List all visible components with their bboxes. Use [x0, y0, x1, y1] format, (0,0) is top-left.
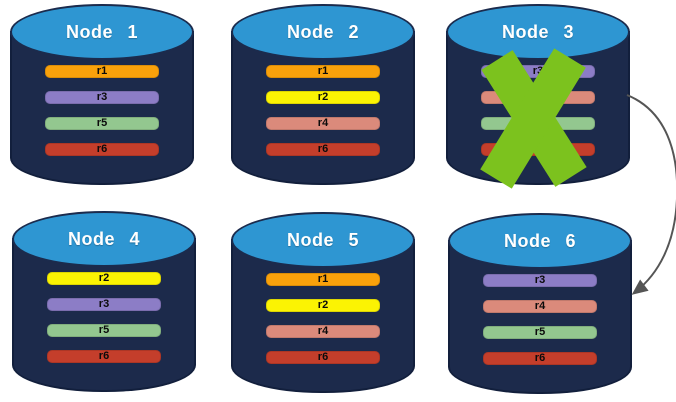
replica-bar: r4 [266, 325, 380, 338]
node-2-cylinder-body [231, 31, 415, 185]
replica-bar: r3 [483, 274, 597, 287]
node-4-cylinder-top: Node 4 [12, 211, 196, 267]
replica-bar: r5 [483, 326, 597, 339]
node-4-replicas: r2 r3 r5 r6 [47, 272, 161, 363]
node-4-label: Node 4 [67, 228, 140, 249]
node-6-replicas: r3 r4 r5 r6 [483, 274, 597, 365]
replica-bar: r1 [266, 273, 380, 286]
node-5-cylinder-top: Node 5 [231, 212, 415, 268]
node-3-cylinder-top: Node 3 [446, 4, 630, 60]
node-4-cylinder-body [12, 238, 196, 392]
replica-bar: r2 [266, 299, 380, 312]
replica-bar: r6 [45, 143, 159, 156]
node-2: Node 2 r1 r2 r4 r6 [231, 4, 415, 187]
replica-bar: r4 [266, 117, 380, 130]
replica-bar: r6 [483, 352, 597, 365]
replica-bar: r2 [47, 272, 161, 285]
node-3-label: Node 3 [501, 21, 574, 42]
node-1: Node 1 r1 r3 r5 r6 [10, 4, 194, 187]
node-5: Node 5 r1 r2 r4 r6 [231, 212, 415, 395]
node-4: Node 4 r2 r3 r5 r6 [12, 211, 196, 394]
replica-bar: r1 [266, 65, 380, 78]
replica-bar: r2 [266, 91, 380, 104]
replica-bar: r3 [45, 91, 159, 104]
node-1-cylinder-top: Node 1 [10, 4, 194, 60]
node-6: Node 6 r3 r4 r5 r6 [448, 213, 632, 396]
node-5-replicas: r1 r2 r4 r6 [266, 273, 380, 364]
node-1-label: Node 1 [65, 21, 138, 42]
replica-bar: r6 [47, 350, 161, 363]
failure-x-icon [480, 48, 587, 189]
node-5-label: Node 5 [286, 229, 359, 250]
replica-bar: r3 [47, 298, 161, 311]
node-6-cylinder-top: Node 6 [448, 213, 632, 269]
replica-bar: r5 [45, 117, 159, 130]
replication-arrow [626, 94, 676, 295]
node-2-label: Node 2 [286, 21, 359, 42]
replica-bar: r4 [483, 300, 597, 313]
replica-bar: r6 [266, 143, 380, 156]
node-2-replicas: r1 r2 r4 r6 [266, 65, 380, 156]
replica-bar: r5 [47, 324, 161, 337]
replica-bar: r6 [266, 351, 380, 364]
node-2-cylinder-top: Node 2 [231, 4, 415, 60]
replica-bar: r1 [45, 65, 159, 78]
node-1-replicas: r1 r3 r5 r6 [45, 65, 159, 156]
node-6-label: Node 6 [503, 230, 576, 251]
